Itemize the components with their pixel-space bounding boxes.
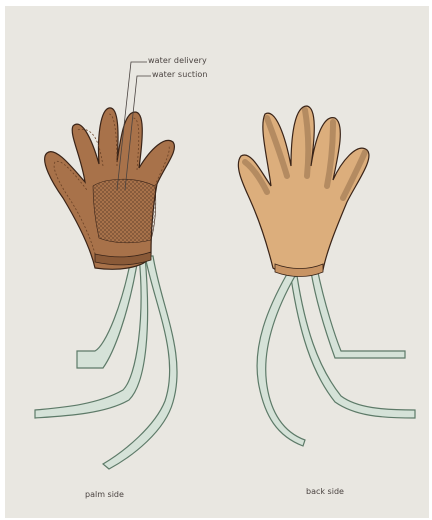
- glove-illustration: [5, 6, 429, 518]
- palm-side-caption: palm side: [85, 490, 124, 499]
- palm-side-glove: [45, 108, 175, 269]
- water-suction-label: water suction: [152, 70, 208, 79]
- back-side-caption: back side: [306, 487, 344, 496]
- back-side-tubes: [257, 268, 415, 446]
- back-side-glove: [238, 106, 369, 277]
- palm-side-tubes: [35, 248, 177, 469]
- water-delivery-label: water delivery: [148, 56, 207, 65]
